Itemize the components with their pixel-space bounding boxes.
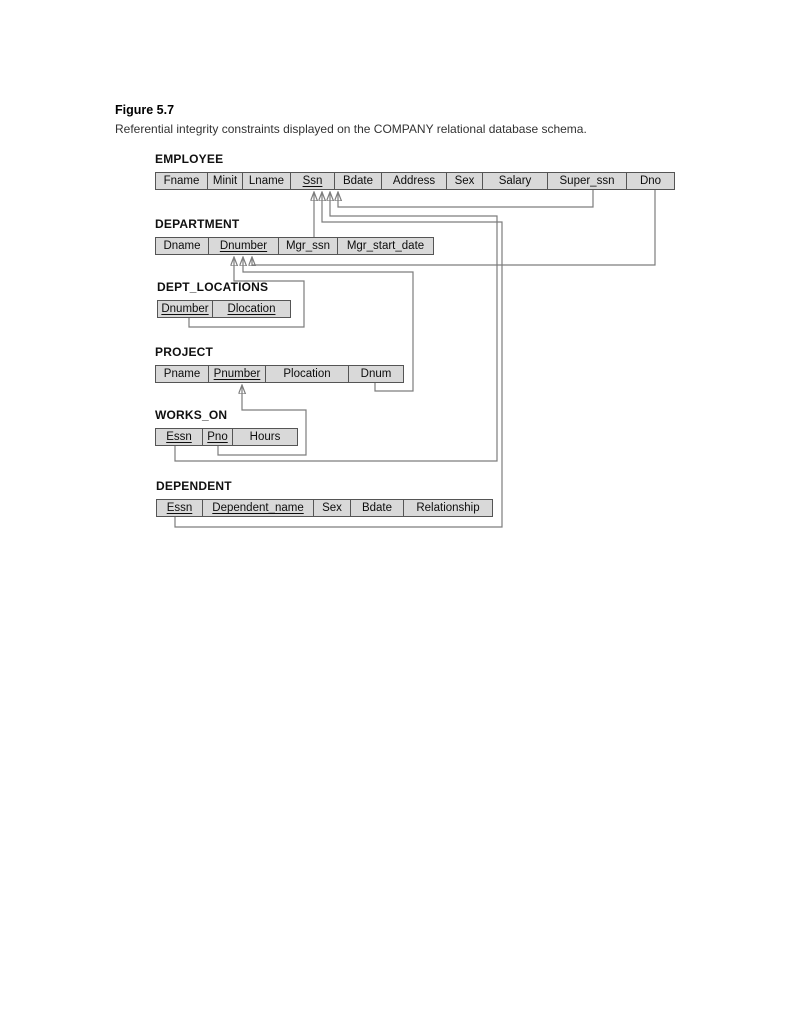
attribute-cell: Mgr_ssn bbox=[278, 237, 338, 255]
table-title: PROJECT bbox=[155, 345, 214, 359]
table-title: DEPARTMENT bbox=[155, 217, 240, 231]
attribute-cell: Relationship bbox=[403, 499, 493, 517]
attribute-cell: Sex bbox=[446, 172, 483, 190]
table-title: WORKS_ON bbox=[155, 408, 228, 422]
attribute-cell: Bdate bbox=[334, 172, 382, 190]
attribute-cell-pk: Dnumber bbox=[157, 300, 213, 318]
table-title: EMPLOYEE bbox=[155, 152, 224, 166]
table-dependent: DEPENDENT Essn Dependent_name Sex Bdate … bbox=[156, 479, 493, 517]
table-title: DEPT_LOCATIONS bbox=[157, 280, 269, 294]
table-title: DEPENDENT bbox=[156, 479, 232, 493]
attribute-cell-pk: Dlocation bbox=[212, 300, 291, 318]
attribute-cell: Fname bbox=[155, 172, 208, 190]
attribute-cell: Dnum bbox=[348, 365, 404, 383]
table-row: Fname Minit Lname Ssn Bdate Address Sex … bbox=[155, 172, 675, 190]
attribute-cell: Super_ssn bbox=[547, 172, 627, 190]
attribute-cell: Sex bbox=[313, 499, 351, 517]
attribute-cell: Dname bbox=[155, 237, 209, 255]
table-employee: EMPLOYEE Fname Minit Lname Ssn Bdate Add… bbox=[155, 152, 675, 190]
table-row: Pname Pnumber Plocation Dnum bbox=[155, 365, 404, 383]
attribute-cell: Pname bbox=[155, 365, 209, 383]
table-project: PROJECT Pname Pnumber Plocation Dnum bbox=[155, 345, 404, 383]
table-row: Essn Pno Hours bbox=[155, 428, 298, 446]
table-row: Essn Dependent_name Sex Bdate Relationsh… bbox=[156, 499, 493, 517]
attribute-cell: Dno bbox=[626, 172, 675, 190]
attribute-cell: Lname bbox=[242, 172, 291, 190]
attribute-cell: Mgr_start_date bbox=[337, 237, 434, 255]
attribute-cell-pk: Essn bbox=[155, 428, 203, 446]
attribute-cell: Minit bbox=[207, 172, 243, 190]
attribute-cell-pk: Ssn bbox=[290, 172, 335, 190]
attribute-cell-pk: Essn bbox=[156, 499, 203, 517]
figure-number: Figure 5.7 bbox=[115, 103, 175, 117]
table-row: Dnumber Dlocation bbox=[157, 300, 291, 318]
attribute-cell: Bdate bbox=[350, 499, 404, 517]
attribute-cell: Address bbox=[381, 172, 447, 190]
figure-caption: Referential integrity constraints displa… bbox=[115, 122, 587, 136]
attribute-cell-pk: Pno bbox=[202, 428, 233, 446]
table-works-on: WORKS_ON Essn Pno Hours bbox=[155, 408, 298, 446]
attribute-cell-pk: Dependent_name bbox=[202, 499, 314, 517]
table-department: DEPARTMENT Dname Dnumber Mgr_ssn Mgr_sta… bbox=[155, 217, 434, 255]
fk-super-ssn-to-employee-ssn bbox=[338, 190, 594, 208]
table-row: Dname Dnumber Mgr_ssn Mgr_start_date bbox=[155, 237, 434, 255]
table-dept-locations: DEPT_LOCATIONS Dnumber Dlocation bbox=[157, 280, 291, 318]
attribute-cell-pk: Dnumber bbox=[208, 237, 279, 255]
attribute-cell: Plocation bbox=[265, 365, 349, 383]
attribute-cell-pk: Pnumber bbox=[208, 365, 266, 383]
attribute-cell: Salary bbox=[482, 172, 548, 190]
attribute-cell: Hours bbox=[232, 428, 298, 446]
